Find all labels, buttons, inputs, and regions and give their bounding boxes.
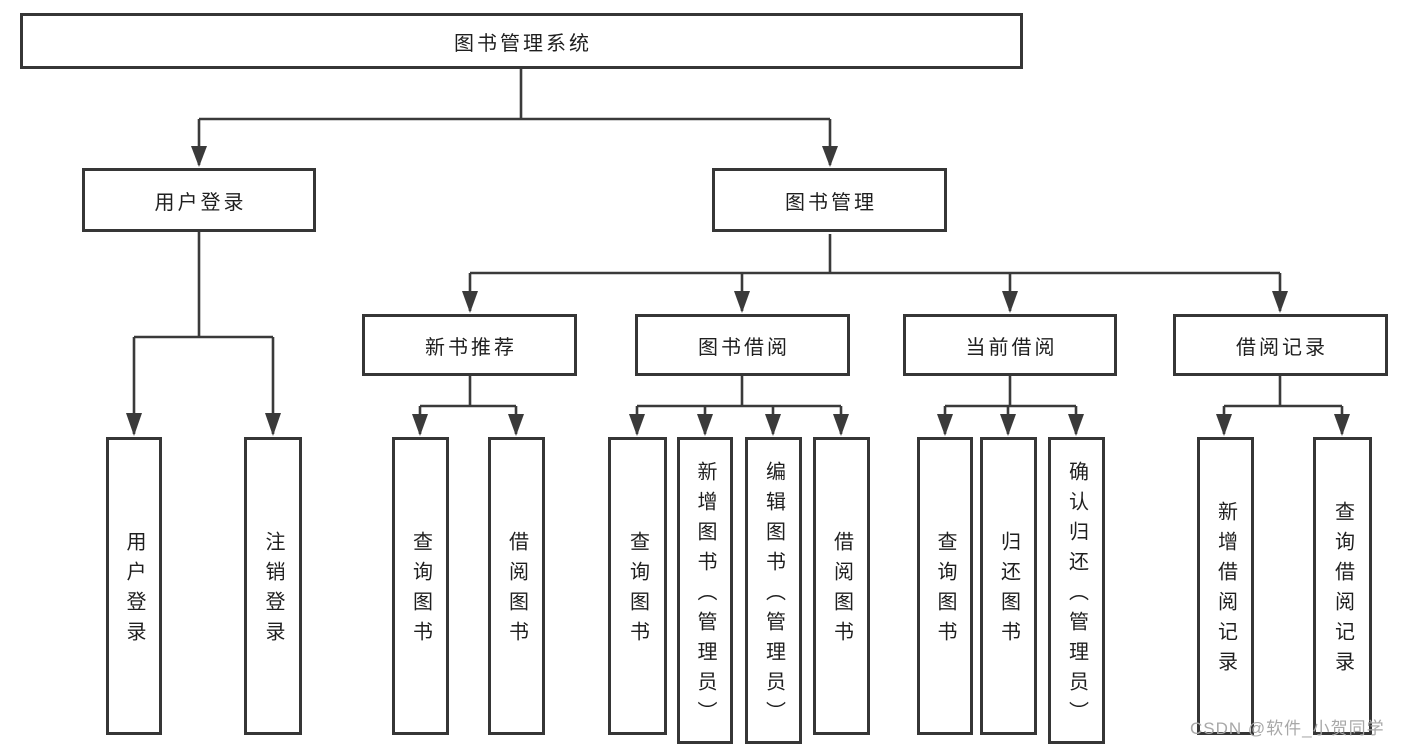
connector-newbook-to-leaves bbox=[412, 376, 524, 436]
node-user-login: 用户登录 bbox=[82, 168, 316, 232]
leaf-newbook-borrow-books: 借阅图书 bbox=[488, 437, 545, 735]
leaf-logout-label: 注销登录 bbox=[262, 531, 284, 651]
leaf-current-return-books-label: 归还图书 bbox=[997, 531, 1020, 651]
leaf-current-confirm-return-admin: 确认归还（管理员） bbox=[1048, 437, 1105, 744]
leaf-borrow-add-books-admin: 新增图书（管理员） bbox=[677, 437, 733, 744]
connector-records-to-leaves bbox=[1216, 376, 1350, 436]
node-book-management-label: 图书管理 bbox=[785, 191, 877, 214]
leaf-current-query-books: 查询图书 bbox=[917, 437, 973, 735]
leaf-records-query-record: 查询借阅记录 bbox=[1313, 437, 1372, 735]
node-user-login-label: 用户登录 bbox=[154, 191, 247, 214]
leaf-newbook-borrow-books-label: 借阅图书 bbox=[505, 531, 528, 651]
node-borrow-records: 借阅记录 bbox=[1173, 314, 1388, 376]
node-new-book-recommend: 新书推荐 bbox=[362, 314, 577, 376]
leaf-logout: 注销登录 bbox=[244, 437, 302, 735]
connector-current-to-leaves bbox=[937, 376, 1084, 436]
leaf-user-login: 用户登录 bbox=[106, 437, 162, 735]
connector-login-to-leaves bbox=[126, 232, 281, 436]
leaf-records-add-record-label: 新增借阅记录 bbox=[1214, 501, 1237, 681]
leaf-newbook-query-books: 查询图书 bbox=[392, 437, 449, 735]
node-library-system: 图书管理系统 bbox=[20, 13, 1023, 69]
leaf-borrow-edit-books-admin-label: 编辑图书（管理员） bbox=[762, 460, 785, 731]
leaf-newbook-query-books-label: 查询图书 bbox=[409, 531, 432, 651]
leaf-borrow-edit-books-admin: 编辑图书（管理员） bbox=[745, 437, 802, 744]
leaf-borrow-add-books-admin-label: 新增图书（管理员） bbox=[694, 460, 716, 731]
leaf-user-login-label: 用户登录 bbox=[123, 531, 145, 651]
node-current-borrow-label: 当前借阅 bbox=[965, 336, 1058, 359]
leaf-current-return-books: 归还图书 bbox=[980, 437, 1037, 735]
node-library-system-label: 图书管理系统 bbox=[454, 32, 592, 55]
leaf-current-confirm-return-admin-label: 确认归还（管理员） bbox=[1065, 460, 1088, 731]
node-book-borrow: 图书借阅 bbox=[635, 314, 850, 376]
leaf-borrow-borrow-books: 借阅图书 bbox=[813, 437, 870, 735]
node-current-borrow: 当前借阅 bbox=[903, 314, 1117, 376]
connector-bookmgmt-to-level3 bbox=[462, 234, 1288, 313]
leaf-borrow-query-books-label: 查询图书 bbox=[626, 531, 649, 651]
connector-borrow-to-leaves bbox=[629, 376, 849, 436]
leaf-borrow-borrow-books-label: 借阅图书 bbox=[830, 531, 853, 651]
csdn-watermark: CSDN @软件_小贺同学 bbox=[1190, 719, 1385, 738]
leaf-records-add-record: 新增借阅记录 bbox=[1197, 437, 1254, 735]
leaf-borrow-query-books: 查询图书 bbox=[608, 437, 667, 735]
node-book-management: 图书管理 bbox=[712, 168, 947, 232]
leaf-current-query-books-label: 查询图书 bbox=[934, 531, 956, 651]
node-book-borrow-label: 图书借阅 bbox=[698, 336, 790, 359]
node-new-book-recommend-label: 新书推荐 bbox=[425, 336, 517, 359]
node-borrow-records-label: 借阅记录 bbox=[1236, 336, 1328, 359]
connector-root-to-level2 bbox=[191, 69, 838, 167]
leaf-records-query-record-label: 查询借阅记录 bbox=[1331, 501, 1354, 681]
